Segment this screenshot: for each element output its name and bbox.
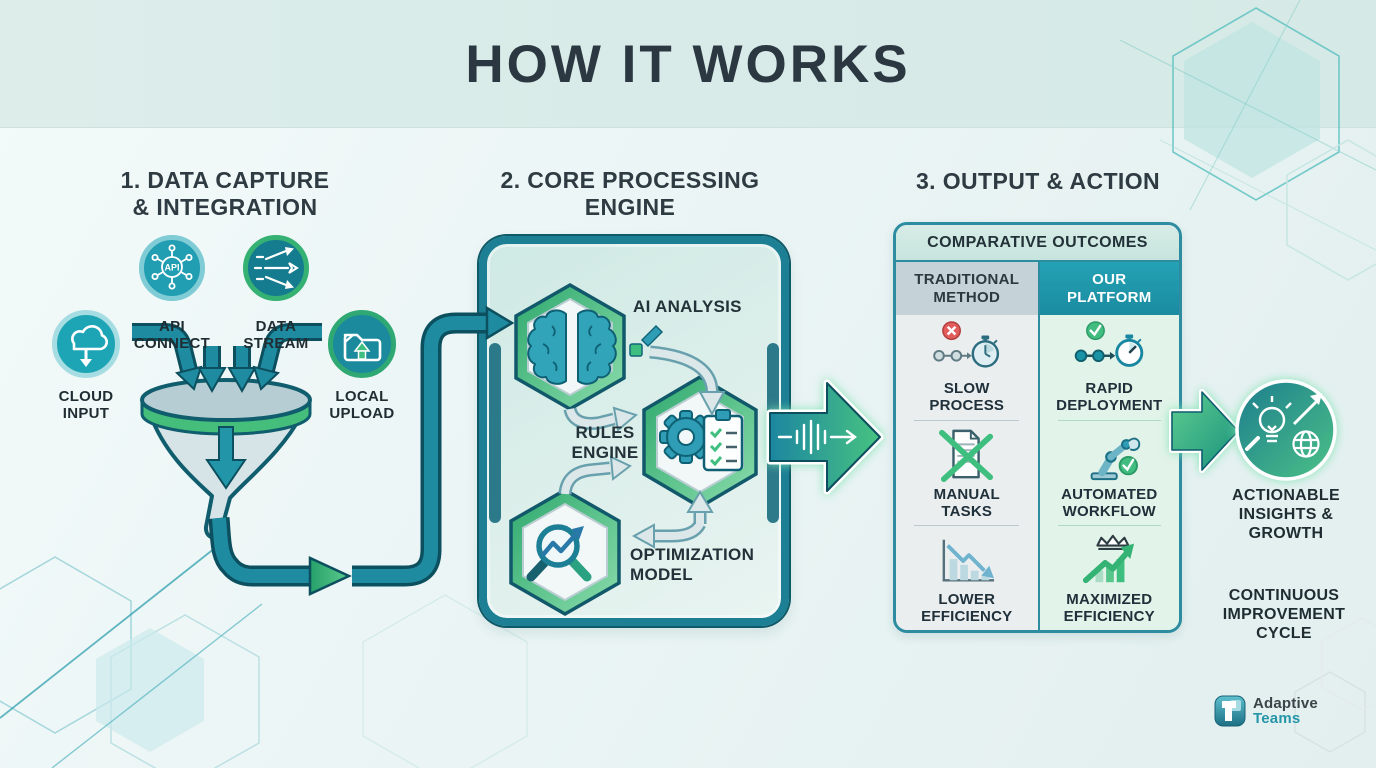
section3-heading: 3. OUTPUT & ACTION bbox=[915, 168, 1161, 194]
slow-process-icon bbox=[932, 321, 999, 368]
funnel-graphic bbox=[140, 378, 312, 540]
brand-name: Adaptive Teams bbox=[1253, 695, 1318, 727]
folder-upload-icon bbox=[343, 333, 382, 362]
growth-arrow-icon bbox=[1292, 393, 1322, 426]
adaptive-teams-logo-icon bbox=[1214, 695, 1246, 727]
pencil-icon bbox=[1245, 436, 1260, 451]
signal-waveform-icon bbox=[777, 419, 857, 455]
brand-logo: Adaptive Teams bbox=[1214, 695, 1318, 727]
crown-growth-chart-icon bbox=[1083, 534, 1135, 584]
section1-heading: 1. DATA CAPTURE & INTEGRATION bbox=[120, 167, 330, 220]
declining-chart-icon bbox=[942, 539, 994, 582]
row-divider bbox=[1057, 525, 1161, 527]
svg-text:API: API bbox=[164, 263, 179, 273]
api-network-icon: API bbox=[151, 244, 193, 290]
title-banner: HOW IT WORKS bbox=[0, 0, 1376, 128]
table-title: COMPARATIVE OUTCOMES bbox=[896, 225, 1179, 262]
actionable-insights-badge bbox=[1235, 379, 1337, 481]
lightbulb-icon bbox=[1252, 396, 1292, 443]
data-stream-icon bbox=[253, 247, 299, 289]
data-stream-badge bbox=[243, 235, 309, 301]
cloud-download-icon bbox=[71, 325, 108, 367]
rapid-deployment-icon bbox=[1074, 321, 1144, 367]
row-divider bbox=[1057, 419, 1161, 421]
globe-icon bbox=[1292, 430, 1320, 458]
api-connect-badge: API bbox=[139, 235, 205, 301]
crossed-document-icon bbox=[938, 429, 993, 482]
row-divider bbox=[914, 525, 1020, 527]
robot-arm-check-icon bbox=[1090, 437, 1141, 480]
cloud-input-badge bbox=[52, 310, 120, 378]
funnel-inlet-arrows bbox=[132, 323, 322, 490]
local-upload-badge bbox=[328, 310, 396, 378]
row-divider bbox=[914, 419, 1020, 421]
page-title: HOW IT WORKS bbox=[465, 35, 911, 94]
pipe-arrowhead bbox=[308, 556, 352, 596]
ai-analysis-label: AI ANALYSIS bbox=[633, 297, 742, 316]
funnel-down-arrow bbox=[205, 426, 247, 490]
section2-heading: 2. CORE PROCESSING ENGINE bbox=[500, 167, 760, 220]
